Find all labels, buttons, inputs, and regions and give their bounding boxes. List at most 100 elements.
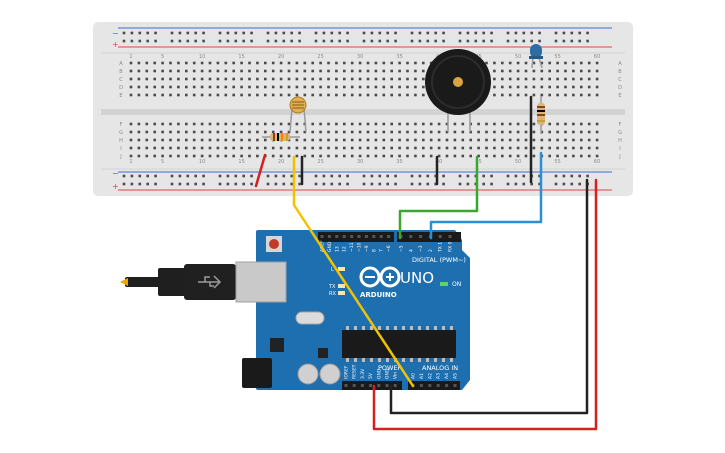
breadboard-hole[interactable] (477, 146, 480, 150)
breadboard-hole[interactable] (572, 146, 575, 150)
breadboard-rail-hole[interactable] (138, 31, 142, 35)
breadboard-hole[interactable] (232, 77, 235, 81)
breadboard-hole[interactable] (501, 146, 504, 150)
breadboard-hole[interactable] (287, 122, 291, 126)
breadboard-rail-hole[interactable] (274, 31, 278, 35)
usb-port[interactable] (235, 261, 287, 303)
breadboard-hole[interactable] (224, 130, 228, 134)
breadboard-rail-hole[interactable] (458, 174, 462, 178)
breadboard-hole[interactable] (556, 69, 559, 73)
breadboard-rail-hole[interactable] (578, 174, 581, 178)
breadboard-rail-hole[interactable] (474, 31, 478, 35)
breadboard-hole[interactable] (532, 93, 536, 97)
breadboard-hole[interactable] (137, 61, 141, 65)
breadboard-hole[interactable] (295, 130, 299, 134)
breadboard-hole[interactable] (445, 130, 449, 134)
breadboard-rail-hole[interactable] (226, 174, 230, 178)
breadboard-hole[interactable] (572, 77, 575, 81)
breadboard-hole[interactable] (264, 85, 267, 89)
breadboard-hole[interactable] (556, 77, 559, 81)
breadboard-rail-hole[interactable] (178, 182, 182, 186)
header-pin[interactable] (335, 235, 339, 238)
breadboard-hole[interactable] (390, 146, 393, 150)
breadboard-hole[interactable] (350, 122, 354, 126)
breadboard-rail-hole[interactable] (434, 39, 437, 43)
breadboard-hole[interactable] (327, 138, 330, 142)
breadboard-rail-hole[interactable] (426, 182, 430, 186)
breadboard-hole[interactable] (390, 61, 393, 65)
breadboard-rail-hole[interactable] (314, 31, 318, 35)
breadboard-hole[interactable] (358, 85, 362, 89)
breadboard-rail-hole[interactable] (362, 31, 366, 35)
breadboard-hole[interactable] (311, 154, 314, 158)
breadboard-hole[interactable] (516, 154, 520, 158)
breadboard-hole[interactable] (422, 85, 425, 89)
breadboard-rail-hole[interactable] (522, 39, 526, 43)
breadboard-hole[interactable] (208, 77, 212, 81)
breadboard-hole[interactable] (208, 122, 212, 126)
breadboard-hole[interactable] (327, 69, 330, 73)
breadboard-hole[interactable] (319, 77, 322, 81)
breadboard-hole[interactable] (319, 61, 322, 65)
breadboard-hole[interactable] (501, 93, 504, 97)
breadboard-hole[interactable] (540, 85, 544, 89)
breadboard-hole[interactable] (548, 146, 551, 150)
breadboard-rail-hole[interactable] (562, 182, 566, 186)
breadboard-hole[interactable] (279, 85, 283, 89)
breadboard-hole[interactable] (343, 146, 346, 150)
header-pin[interactable] (352, 384, 356, 387)
breadboard-hole[interactable] (279, 61, 283, 65)
breadboard-hole[interactable] (256, 130, 259, 134)
breadboard-rail-hole[interactable] (386, 174, 389, 178)
breadboard-rail-hole[interactable] (186, 39, 190, 43)
breadboard-hole[interactable] (240, 69, 243, 73)
breadboard-hole[interactable] (129, 93, 133, 97)
breadboard-hole[interactable] (572, 154, 575, 158)
breadboard-hole[interactable] (532, 85, 536, 89)
breadboard-hole[interactable] (295, 69, 299, 73)
header-pin[interactable] (438, 235, 442, 238)
breadboard-hole[interactable] (350, 69, 354, 73)
breadboard-hole[interactable] (587, 69, 591, 73)
breadboard-rail-hole[interactable] (122, 31, 126, 35)
breadboard-hole[interactable] (279, 69, 283, 73)
breadboard-hole[interactable] (406, 77, 409, 81)
breadboard-hole[interactable] (398, 122, 401, 126)
breadboard-hole[interactable] (145, 146, 149, 150)
breadboard-hole[interactable] (406, 130, 409, 134)
breadboard-rail-hole[interactable] (122, 182, 126, 186)
breadboard-hole[interactable] (398, 77, 401, 81)
wire-green-buzzer-to-d4[interactable] (398, 155, 479, 240)
breadboard-hole[interactable] (556, 138, 559, 142)
breadboard-hole[interactable] (145, 77, 149, 81)
breadboard-hole[interactable] (516, 130, 520, 134)
breadboard-hole[interactable] (303, 61, 307, 65)
breadboard-rail-hole[interactable] (522, 174, 526, 178)
breadboard-rail-hole[interactable] (554, 182, 558, 186)
breadboard-hole[interactable] (398, 93, 401, 97)
breadboard-hole[interactable] (587, 122, 591, 126)
breadboard-hole[interactable] (508, 85, 512, 89)
breadboard-hole[interactable] (177, 77, 180, 81)
breadboard-hole[interactable] (524, 122, 528, 126)
breadboard-hole[interactable] (358, 69, 362, 73)
breadboard-hole[interactable] (169, 154, 172, 158)
wire-red-rail-jumper[interactable] (254, 153, 267, 188)
breadboard-rail-hole[interactable] (282, 39, 286, 43)
breadboard-hole[interactable] (137, 122, 141, 126)
breadboard-rail-hole[interactable] (538, 31, 541, 35)
breadboard-rail-hole[interactable] (250, 39, 253, 43)
breadboard-hole[interactable] (295, 61, 299, 65)
header-pin[interactable] (436, 384, 440, 387)
breadboard-rail-hole[interactable] (442, 182, 445, 186)
breadboard-rail-hole[interactable] (538, 182, 541, 186)
wire-black-ground-return[interactable] (389, 178, 589, 415)
breadboard-rail-hole[interactable] (578, 31, 581, 35)
breadboard-hole[interactable] (248, 146, 251, 150)
breadboard-hole[interactable] (556, 122, 559, 126)
breadboard-hole[interactable] (358, 130, 362, 134)
breadboard-rail-hole[interactable] (370, 39, 374, 43)
breadboard-hole[interactable] (200, 61, 204, 65)
breadboard-hole[interactable] (200, 77, 204, 81)
breadboard-hole[interactable] (437, 130, 441, 134)
